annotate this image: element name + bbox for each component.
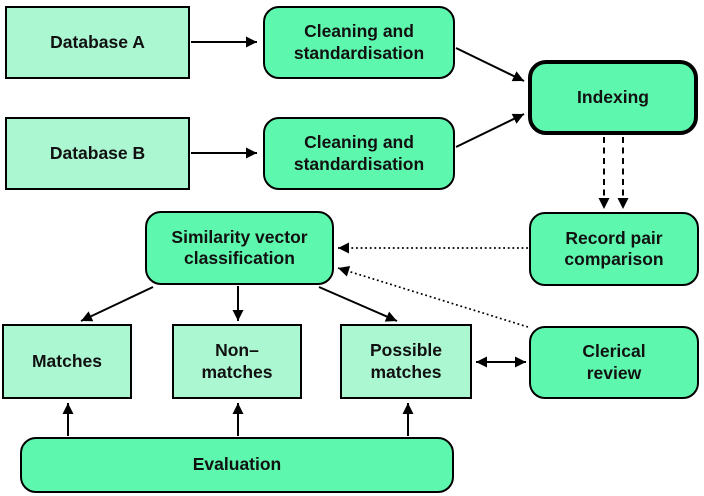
node-matches: Matches — [2, 324, 132, 399]
arrow-similarity-to-matches — [80, 286, 154, 322]
node-similarity-vector-classification: Similarity vector classification — [145, 211, 334, 285]
node-database-b: Database B — [5, 117, 190, 190]
node-database-a-label: Database A — [50, 31, 145, 52]
node-matches-label: Matches — [31, 350, 103, 371]
node-similarity-vector-classification-label: Similarity vector classification — [171, 226, 308, 268]
node-indexing-label: Indexing — [577, 86, 649, 107]
arrow-similarity-to-possible-matches — [318, 286, 398, 322]
node-evaluation-label: Evaluation — [192, 454, 282, 475]
node-possible-matches: Possible matches — [340, 324, 472, 399]
node-cleaning-standardisation-b-label: Cleaning and standardisation — [293, 132, 425, 174]
node-clerical-review: Clerical review — [529, 326, 699, 399]
arrow-cleaning-a-to-indexing — [455, 47, 525, 82]
node-cleaning-standardisation-a-label: Cleaning and standardisation — [293, 21, 425, 63]
node-cleaning-standardisation-a: Cleaning and standardisation — [263, 6, 455, 79]
node-clerical-review-label: Clerical review — [582, 341, 646, 383]
node-evaluation: Evaluation — [20, 437, 454, 493]
node-cleaning-standardisation-b: Cleaning and standardisation — [263, 117, 455, 190]
node-indexing: Indexing — [528, 60, 698, 135]
node-record-pair-comparison: Record pair comparison — [529, 212, 699, 286]
node-non-matches-label: Non– matches — [201, 340, 273, 382]
node-database-b-label: Database B — [49, 142, 146, 163]
node-possible-matches-label: Possible matches — [370, 340, 442, 382]
node-record-pair-comparison-label: Record pair comparison — [564, 227, 664, 269]
node-non-matches: Non– matches — [172, 324, 302, 399]
arrow-cleaning-b-to-indexing — [455, 113, 525, 148]
dotted-arrow-clerical-review-to-similarity — [337, 266, 529, 328]
node-database-a: Database A — [5, 6, 190, 79]
